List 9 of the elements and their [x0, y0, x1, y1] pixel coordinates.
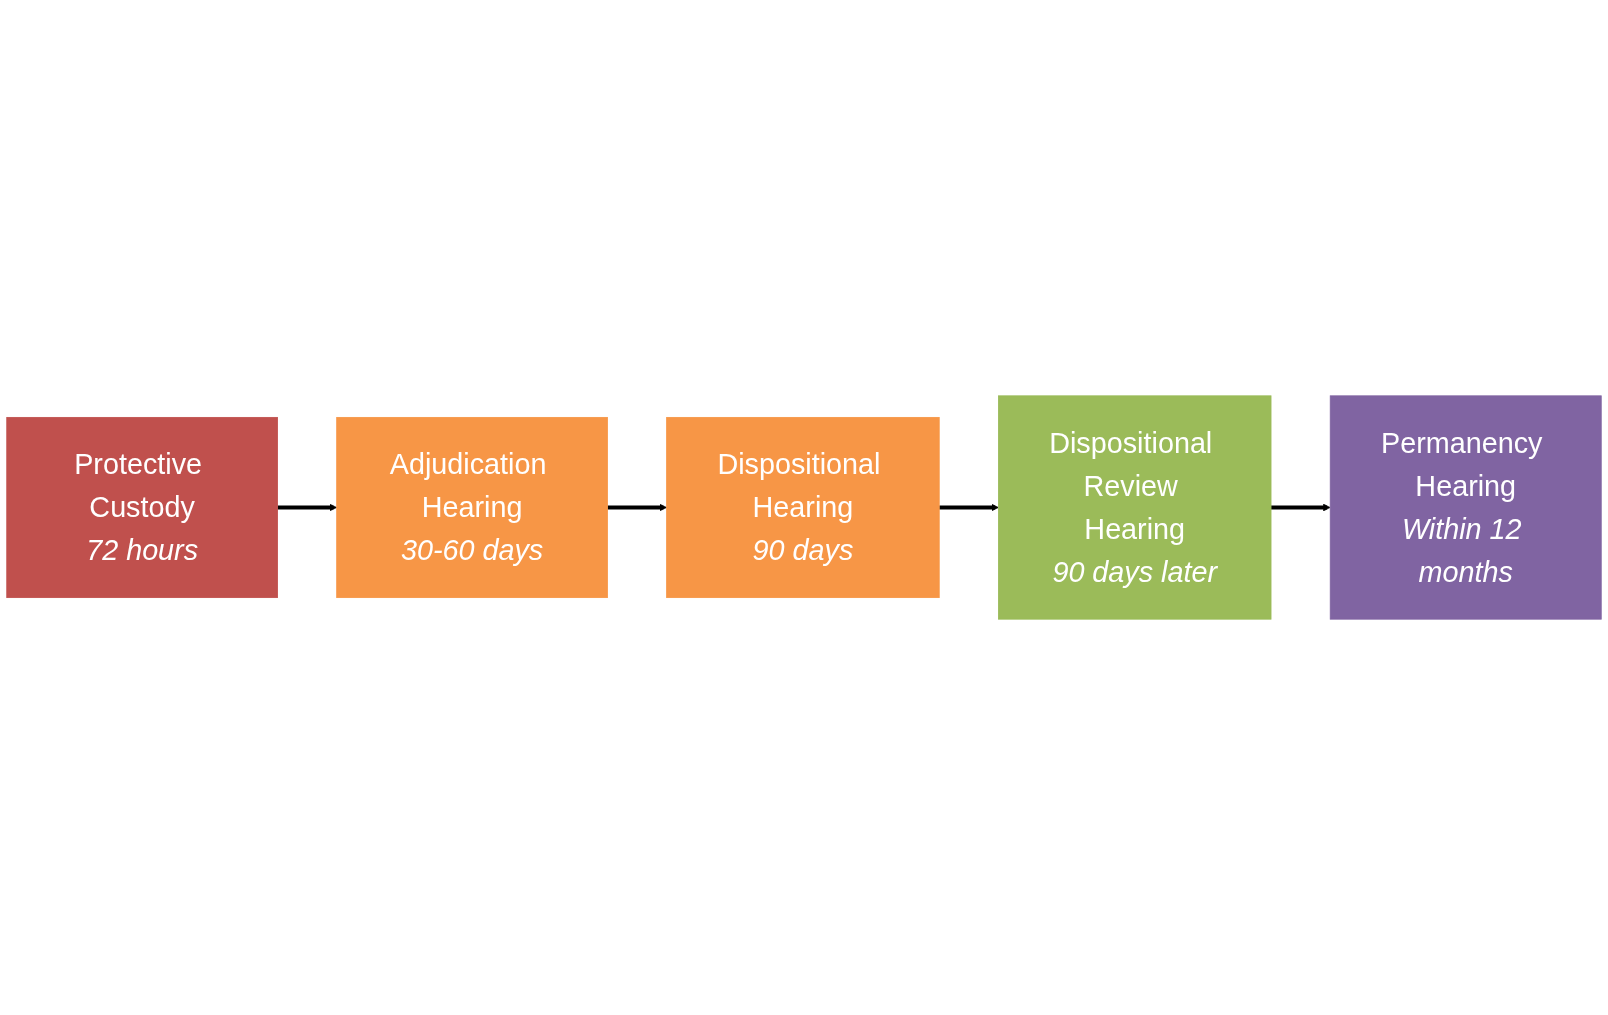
arrow: [1271, 503, 1331, 512]
node-box: Dispositional Review Hearing 90 days later: [998, 395, 1272, 620]
node-box: Dispositional Hearing 90 days: [666, 416, 940, 599]
node-box: Adjudication Hearing 30-60 days: [336, 416, 608, 599]
node-box: Protective Custody 72 hours: [6, 416, 278, 599]
node-box: Permanency Hearing Within 12 months: [1329, 395, 1602, 620]
arrow: [607, 503, 667, 512]
arrow: [277, 503, 338, 512]
arrow: [939, 503, 999, 512]
